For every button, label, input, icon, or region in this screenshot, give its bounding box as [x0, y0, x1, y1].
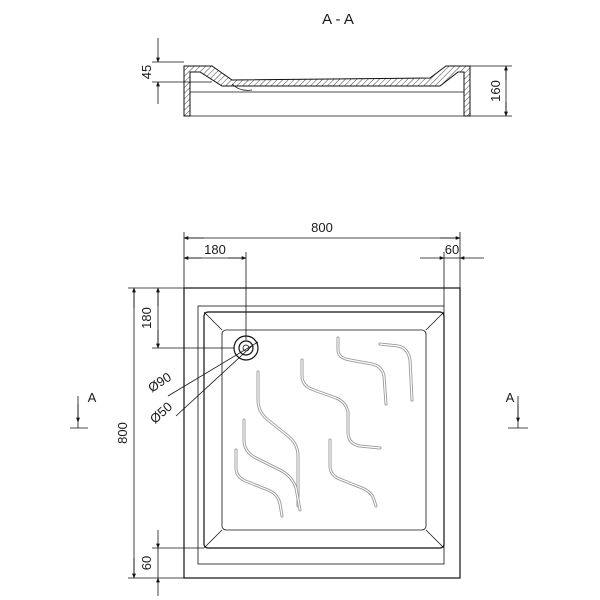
dim-depth: 800 [115, 287, 184, 579]
cut-marker-right: A [506, 390, 528, 429]
dim-label-d90: Ø90 [145, 369, 174, 395]
plan-view: 800 180 60 800 [70, 220, 528, 596]
drain-diameter-leaders: Ø90 Ø50 [145, 341, 259, 427]
cut-label-left: A [88, 390, 97, 405]
dim-label-d50: Ø50 [147, 399, 175, 427]
dim-label-60-bottom: 60 [139, 556, 154, 570]
dim-label-45: 45 [139, 65, 154, 79]
dim-width: 800 [183, 220, 461, 288]
dim-label-180-x: 180 [204, 242, 226, 257]
dim-drain-x: 180 [183, 242, 247, 340]
section-view: A - A 45 160 [139, 11, 512, 117]
dim-label-800-depth: 800 [115, 422, 130, 444]
dim-border-bottom: 60 [139, 530, 204, 596]
tray-outer-edge [183, 287, 461, 579]
section-profile [183, 65, 471, 117]
dim-label-180-y: 180 [139, 307, 154, 329]
section-title: A - A [322, 11, 354, 28]
dim-label-160: 160 [488, 80, 503, 102]
cut-label-right: A [506, 390, 515, 405]
anti-slip-grooves [234, 336, 414, 518]
dim-total-height: 160 [470, 65, 512, 117]
tray-basin [203, 311, 445, 549]
dim-drain-y: 180 [139, 287, 234, 349]
dim-label-60-right: 60 [445, 242, 459, 257]
dim-label-800-width: 800 [311, 220, 333, 235]
dim-border-right: 60 [420, 242, 484, 306]
dim-rim-height: 45 [139, 38, 212, 104]
cut-marker-left: A [70, 390, 97, 429]
